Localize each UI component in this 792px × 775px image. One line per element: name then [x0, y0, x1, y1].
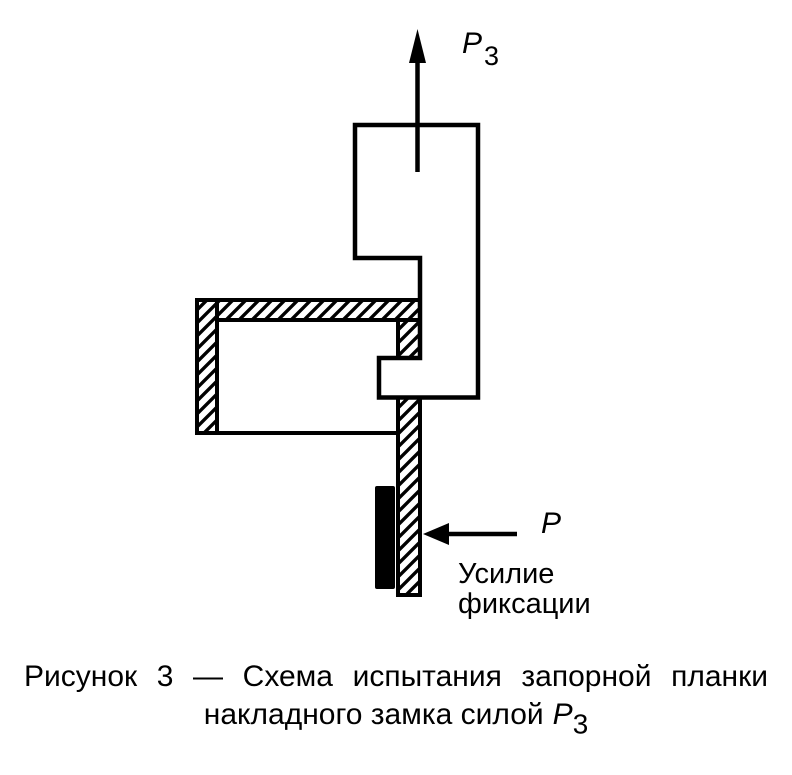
lock-strike-test-diagram: P 3 P Усилие фиксации — [195, 27, 591, 620]
fixation-note-line1: Усилие — [458, 558, 554, 590]
force-p3-arrowhead — [409, 29, 426, 63]
force-p3-symbol: P — [462, 27, 482, 60]
lock-body-top-wall — [195, 298, 422, 322]
strike-plate-outline — [352, 122, 481, 400]
force-p3-subscript: 3 — [484, 41, 499, 71]
lock-body-cavity — [215, 318, 400, 435]
figure-caption-line1: Рисунок 3 — Схема испытания запорной пла… — [24, 660, 768, 693]
force-p-arrowhead — [423, 523, 449, 545]
fixation-note-line2: фиксации — [458, 588, 591, 620]
fixation-pad — [375, 486, 395, 589]
figure-caption: Рисунок 3 — Схема испытания запорной пла… — [24, 658, 768, 738]
force-p-symbol: P — [541, 507, 561, 540]
lock-body-left-wall — [195, 298, 219, 435]
figure-caption-line2-text: накладного замка силой — [203, 698, 544, 731]
figure-caption-force-symbol: P — [552, 698, 573, 731]
figure-caption-force-subscript: 3 — [572, 708, 589, 740]
